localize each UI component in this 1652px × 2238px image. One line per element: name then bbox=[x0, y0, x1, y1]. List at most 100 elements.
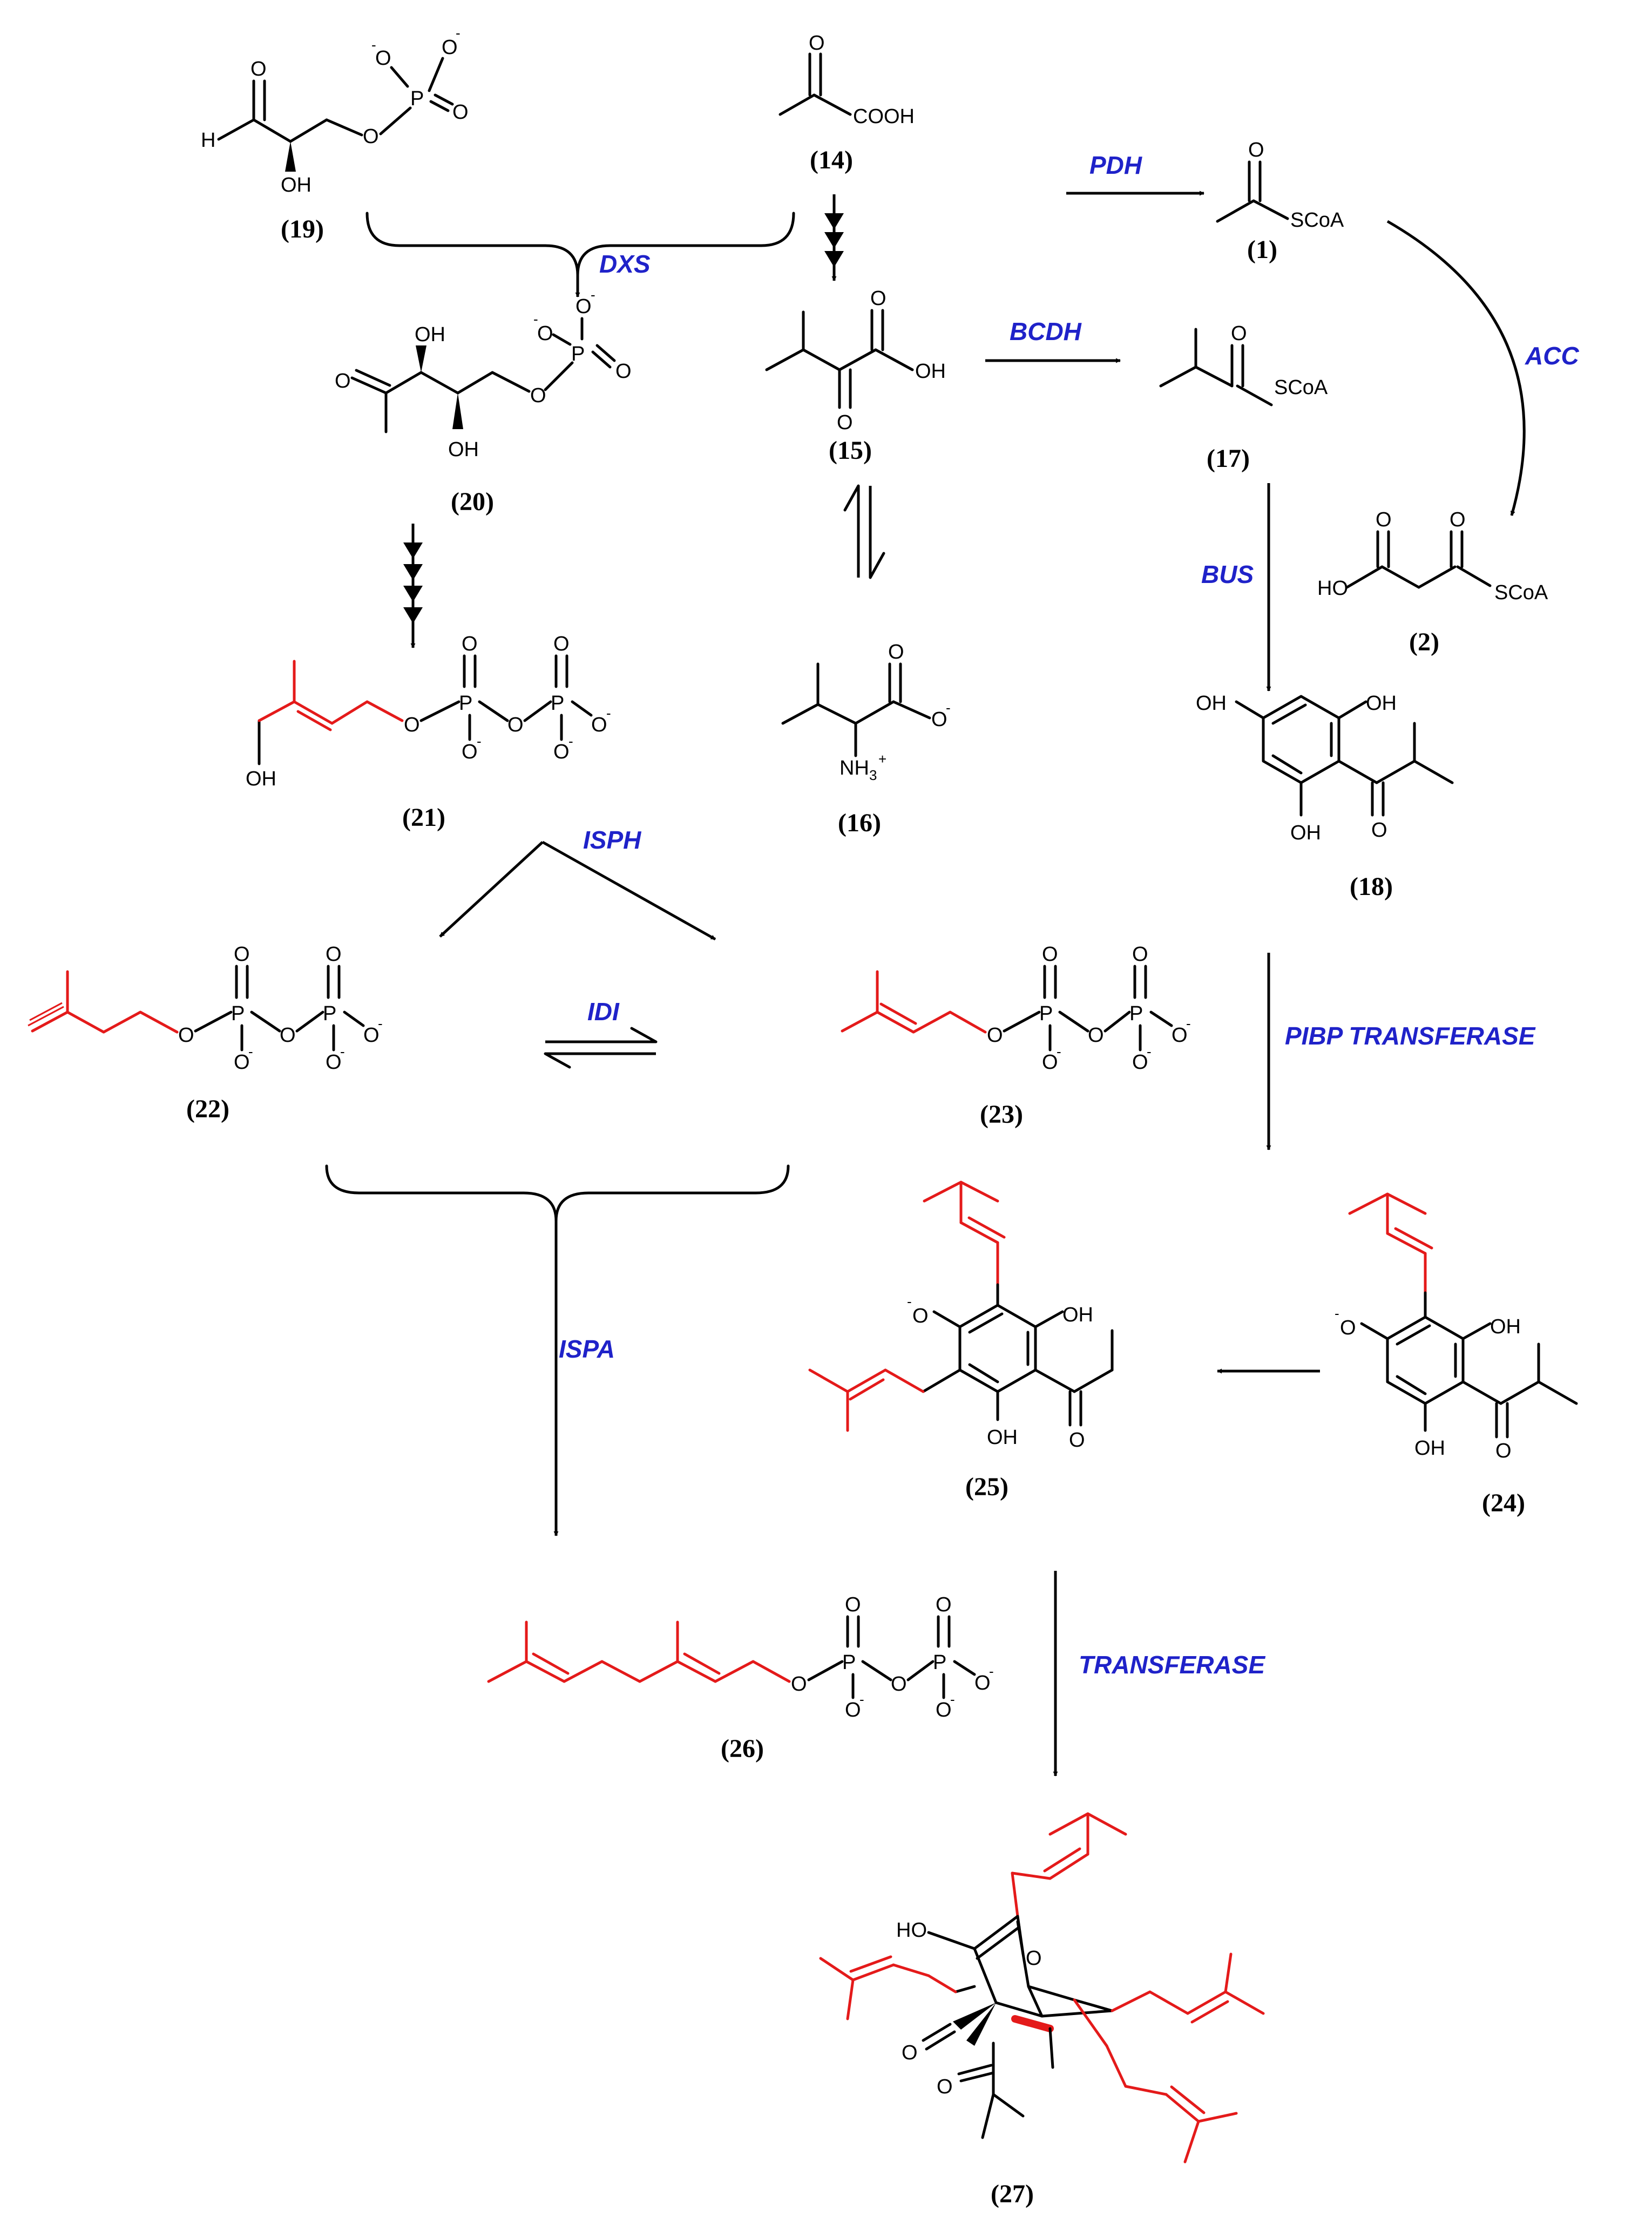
atom-P: P bbox=[410, 87, 424, 110]
atom-O: O bbox=[462, 741, 478, 763]
atom-OH: OH bbox=[448, 438, 479, 461]
label-compound-27: (27) bbox=[991, 2180, 1034, 2208]
atom-OH: OH bbox=[246, 768, 276, 790]
atom-P: P bbox=[1129, 1002, 1143, 1025]
compound-22-structure: O P O O - O P O O - O - bbox=[28, 943, 383, 1074]
compound-1-structure: O SCoA bbox=[1216, 139, 1344, 232]
charge: - bbox=[859, 1691, 864, 1707]
atom-O: O bbox=[937, 2076, 953, 2098]
atom-O: O bbox=[250, 58, 267, 80]
arrow-equilibrium-15-16 bbox=[843, 484, 885, 579]
atom-H: H bbox=[201, 129, 215, 152]
atom-O: O bbox=[375, 47, 391, 70]
arrow-multistep-14-15 bbox=[824, 194, 844, 281]
charge: - bbox=[1057, 1043, 1061, 1060]
atom-OH: OH bbox=[1366, 692, 1397, 715]
charge: - bbox=[989, 1663, 994, 1679]
enzyme-transferase: TRANSFERASE bbox=[1079, 1651, 1265, 1679]
atom-SCoA: SCoA bbox=[1290, 209, 1344, 232]
atom-O: O bbox=[1340, 1317, 1356, 1339]
label-compound-24: (24) bbox=[1482, 1489, 1525, 1517]
atom-SCoA: SCoA bbox=[1274, 376, 1328, 399]
arrow-acc bbox=[1386, 220, 1526, 516]
label-compound-19: (19) bbox=[281, 215, 324, 243]
atom-P: P bbox=[1039, 1002, 1053, 1025]
compound-27-structure: HO O O O bbox=[819, 1812, 1265, 2164]
charge: - bbox=[591, 287, 595, 303]
label-compound-2: (2) bbox=[1409, 628, 1439, 656]
atom-P: P bbox=[551, 692, 564, 715]
atom-O: O bbox=[1172, 1024, 1188, 1047]
charge: - bbox=[950, 1691, 955, 1707]
atom-O: O bbox=[1495, 1440, 1512, 1462]
arrow-isph-to-22 bbox=[439, 841, 544, 938]
atom-COOH: COOH bbox=[853, 105, 915, 128]
bracket-ispa-left bbox=[325, 1164, 558, 1223]
atom-O: O bbox=[1069, 1429, 1085, 1452]
enzyme-isph: ISPH bbox=[583, 826, 641, 854]
atom-O: O bbox=[888, 641, 904, 663]
atom-O: O bbox=[530, 384, 546, 407]
atom-O: O bbox=[553, 633, 570, 655]
label-compound-16: (16) bbox=[838, 809, 881, 837]
atom-O: O bbox=[912, 1305, 929, 1327]
charge: - bbox=[1335, 1305, 1339, 1321]
compound-18-structure: OH OH OH O bbox=[1196, 692, 1454, 844]
atom-O: O bbox=[234, 1051, 250, 1074]
label-compound-1: (1) bbox=[1247, 235, 1277, 264]
enzyme-bcdh: BCDH bbox=[1010, 317, 1082, 345]
atom-O: O bbox=[326, 1051, 342, 1074]
atom-O: O bbox=[1450, 508, 1466, 531]
label-compound-18: (18) bbox=[1350, 872, 1393, 901]
compound-20-structure: O OH OH O P O - O - O bbox=[335, 287, 632, 461]
atom-OH: OH bbox=[1490, 1315, 1521, 1338]
atom-O: O bbox=[845, 1699, 861, 1721]
charge: - bbox=[946, 700, 951, 716]
atom-O: O bbox=[404, 714, 420, 736]
compound-23-structure: O P O O - O P O O - O - bbox=[841, 943, 1191, 1074]
atom-O: O bbox=[1132, 1051, 1148, 1074]
atom-P: P bbox=[459, 692, 472, 715]
subscript-3: 3 bbox=[869, 767, 877, 783]
compound-21-structure: OH O P O O - O P O O - O - bbox=[246, 633, 611, 790]
atom-O: O bbox=[1042, 1051, 1058, 1074]
atom-O: O bbox=[1132, 943, 1148, 966]
compound-19-structure: H O OH O P O - O - O bbox=[201, 25, 469, 196]
atom-P: P bbox=[231, 1002, 245, 1025]
enzyme-idi: IDI bbox=[587, 998, 620, 1026]
charge: - bbox=[248, 1043, 253, 1060]
arrow-multistep-20-21 bbox=[403, 524, 423, 648]
atom-SCoA: SCoA bbox=[1494, 581, 1548, 604]
atom-O: O bbox=[1248, 139, 1264, 161]
atom-O: O bbox=[974, 1672, 991, 1694]
enzyme-pibp-transferase: PIBP TRANSFERASE bbox=[1285, 1022, 1536, 1050]
atom-O: O bbox=[615, 360, 632, 383]
label-compound-14: (14) bbox=[810, 146, 853, 174]
charge: - bbox=[456, 25, 461, 41]
atom-O: O bbox=[335, 370, 351, 392]
compound-26-structure: O P O O - O P O O - O - bbox=[487, 1593, 994, 1721]
arrow-equilibrium-idi bbox=[544, 1027, 658, 1069]
atom-NH3: NH bbox=[839, 757, 869, 779]
atom-O: O bbox=[442, 36, 458, 59]
atom-O: O bbox=[837, 411, 853, 434]
atom-O: O bbox=[363, 1024, 380, 1047]
atom-P: P bbox=[933, 1651, 946, 1674]
atom-OH: OH bbox=[281, 174, 312, 196]
atom-O: O bbox=[1371, 819, 1387, 842]
atom-O: O bbox=[1376, 508, 1392, 531]
atom-HO: HO bbox=[1317, 577, 1348, 600]
bracket-dxs-right bbox=[576, 212, 795, 277]
atom-O: O bbox=[553, 741, 570, 763]
atom-O: O bbox=[576, 295, 592, 318]
charge: - bbox=[371, 37, 376, 53]
label-compound-26: (26) bbox=[721, 1734, 764, 1763]
charge: - bbox=[606, 705, 611, 721]
atom-OH: OH bbox=[1196, 692, 1227, 715]
atom-O: O bbox=[809, 32, 825, 55]
atom-O: O bbox=[452, 101, 469, 124]
atom-O: O bbox=[891, 1673, 907, 1696]
atom-O: O bbox=[791, 1673, 807, 1696]
label-compound-15: (15) bbox=[829, 436, 872, 465]
compound-17-structure: O SCoA bbox=[1159, 322, 1328, 406]
